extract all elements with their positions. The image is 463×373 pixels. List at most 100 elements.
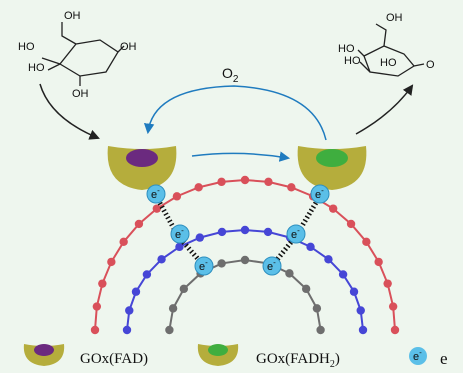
glucose-oh-bottom: OH (72, 88, 89, 100)
polymer-bead-blue (142, 270, 152, 279)
electron-charge: - (205, 258, 208, 267)
lactone-carbonyl-o: O (426, 59, 435, 71)
enzyme-body-fad (107, 146, 177, 190)
electron-e: e (175, 229, 181, 241)
lactone-carbonyl-bond (413, 63, 425, 67)
polymer-bead-red (98, 279, 107, 288)
legend-fadh2-label: GOx(FADH2) (256, 351, 340, 368)
polymer-bead-blue (306, 242, 315, 252)
electron-icon (286, 224, 306, 244)
polymer-bead-blue (240, 225, 250, 235)
polymer-bead-red (388, 302, 398, 311)
glucose-bond-oh-right (117, 45, 125, 53)
polymer-bead-red (134, 219, 144, 229)
electron-symbol: e- (199, 258, 208, 273)
polymer-bead-gray (301, 284, 311, 294)
electron-icon (146, 184, 166, 204)
polymer-bead-red (107, 257, 116, 267)
polymer-bead-blue (157, 255, 166, 264)
glucose-ch2oh-bond (61, 22, 77, 45)
polymer-bead-blue (358, 325, 368, 335)
legend-electron-icon (409, 347, 427, 365)
electron-e: e (199, 261, 205, 273)
lactone-ho-lower: HO (344, 55, 361, 67)
polymer-bead-gray (179, 284, 189, 294)
polymer-bead-red (240, 175, 250, 185)
electron-carrier: e- (262, 256, 282, 276)
electron-icon (170, 224, 190, 244)
glucose-molecule (41, 22, 125, 86)
lactone-ho-inner: HO (380, 57, 397, 69)
polymer-bead-blue (125, 306, 134, 315)
polymer-chain-red (90, 175, 400, 335)
enzyme-gox-fadh2 (297, 146, 367, 190)
legend-electron-charge: - (419, 348, 422, 357)
polymer-bead-blue (217, 227, 227, 237)
electron-charge: - (157, 186, 160, 195)
electron-e: e (267, 261, 273, 273)
electron-carrier: e- (286, 224, 306, 244)
glucose-bond-ho-upper (41, 57, 61, 65)
polymer-bead-blue (349, 287, 359, 296)
polymer-bead-blue (263, 227, 273, 237)
polymer-bead-gray (217, 259, 226, 268)
oxygen-symbol: O (222, 65, 233, 81)
polymer-bead-red (90, 325, 100, 335)
fad-to-fadh2-arrow (191, 151, 291, 162)
electron-charge: - (321, 186, 324, 195)
polymer-bead-blue (338, 270, 348, 279)
electron-icon (262, 256, 282, 276)
polymer-bead-red (362, 237, 371, 247)
polymer-bead-red (264, 177, 273, 187)
electron-icon (194, 256, 214, 276)
polymer-bead-gray (316, 325, 325, 335)
polymer-bead-red (383, 279, 392, 288)
legend-fadh2-close: ) (335, 351, 340, 367)
electron-e: e (315, 189, 321, 201)
electron-e: e (151, 189, 157, 201)
fad-cofactor (126, 149, 158, 167)
polymer-bead-red (328, 204, 338, 213)
polymer-chains (90, 175, 400, 335)
polymer-bead-gray (240, 255, 250, 265)
polymer-chain-gray (165, 255, 325, 335)
polymer-bead-blue (195, 233, 205, 242)
glucose-bond-ho-lower (47, 63, 61, 71)
polymer-chain-blue (122, 225, 368, 335)
legend-fad-label: GOx(FAD) (80, 351, 148, 367)
electron-symbol: e- (291, 226, 300, 241)
gluconolactone-molecule (357, 23, 425, 77)
electron-e: e (291, 229, 297, 241)
lactone-ho-upper: HO (338, 43, 355, 55)
polymer-backbone-gray (168, 258, 322, 331)
electron-carrier: e- (146, 184, 166, 204)
lactone-bond-ho-lower (359, 61, 371, 73)
legend-electron-symbol: e- (413, 348, 422, 363)
legend-fadh2-main: GOx(FADH (256, 351, 330, 367)
electrons: e-e-e-e-e-e- (146, 184, 330, 276)
enzyme-to-lactone-arrow (355, 84, 414, 135)
legend-electron-e: e (413, 351, 419, 363)
electron-symbol: e- (315, 186, 324, 201)
polymer-bead-blue (122, 325, 132, 335)
oxygen-label: O2 (222, 65, 239, 85)
oxygen-subscript: 2 (233, 74, 239, 85)
glucose-ho-left-upper: HO (18, 41, 35, 53)
polymer-bead-gray (165, 325, 174, 335)
polymer-bead-red (374, 257, 383, 267)
glucose-ring (59, 39, 119, 77)
electron-carrier: e- (310, 184, 330, 204)
polymer-bead-red (217, 177, 226, 187)
electron-icon (310, 184, 330, 204)
electron-charge: - (273, 258, 276, 267)
electron-carrier: e- (170, 224, 190, 244)
electron-carrier: e- (194, 256, 214, 276)
electron-charge: - (297, 226, 300, 235)
polymer-bead-gray (168, 304, 178, 313)
polymer-bead-gray (312, 304, 322, 313)
polymer-bead-blue (131, 287, 141, 296)
oxygen-regeneration-arrow (143, 85, 327, 141)
polymer-bead-blue (356, 306, 365, 315)
fadh2-cofactor (316, 149, 348, 167)
